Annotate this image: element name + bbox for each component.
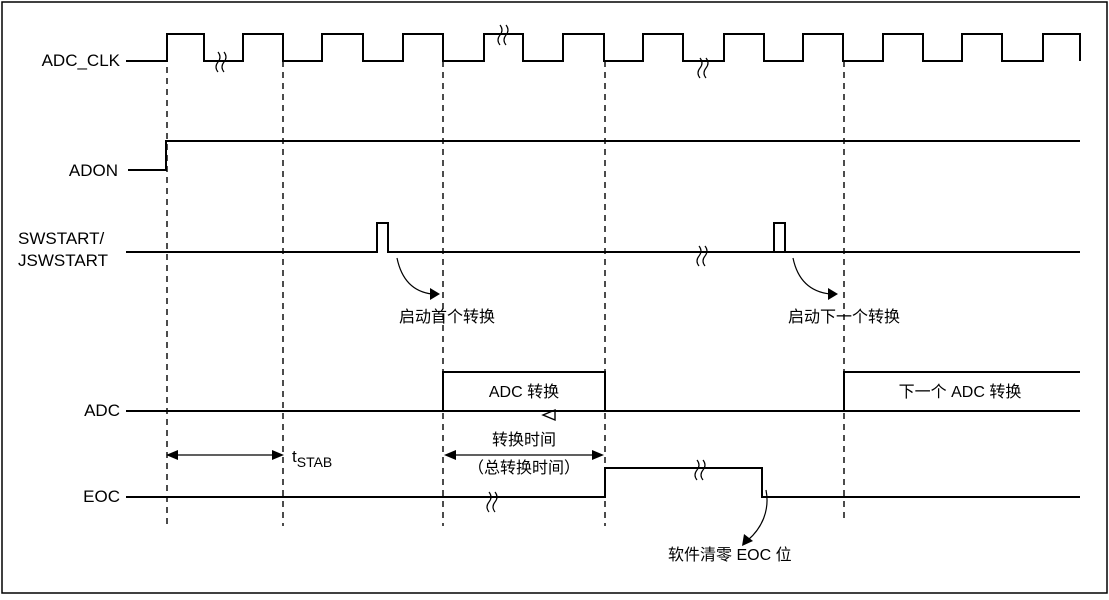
start-next-arrow bbox=[792, 257, 838, 300]
label-swstart: SWSTART/ bbox=[18, 229, 105, 248]
eoc-clear-label: 软件清零 EOC 位 bbox=[668, 546, 792, 564]
conversion-time-label: 转换时间 bbox=[492, 431, 556, 449]
label-adc-clk: ADC_CLK bbox=[42, 51, 121, 70]
adon-waveform bbox=[128, 140, 1080, 171]
adc-conversion-label: ADC 转换 bbox=[489, 383, 559, 401]
adc-clk-break-marks bbox=[215, 24, 709, 79]
eoc-break-mark-2 bbox=[694, 459, 706, 481]
label-adc: ADC bbox=[84, 401, 120, 420]
eoc-clear-arrow bbox=[742, 489, 768, 546]
tstab-label: tSTAB bbox=[292, 447, 332, 470]
conversion-time-arrow bbox=[444, 450, 604, 460]
start-first-label: 启动首个转换 bbox=[399, 308, 495, 326]
adc-clk-waveform bbox=[126, 33, 1081, 62]
swstart-break-mark bbox=[696, 245, 708, 267]
eoc-waveform bbox=[126, 467, 1080, 498]
label-adon: ADON bbox=[69, 161, 118, 180]
label-jswstart: JSWSTART bbox=[18, 251, 108, 270]
adc-small-triangle bbox=[541, 408, 556, 422]
start-first-arrow bbox=[396, 257, 440, 300]
total-conversion-time-label: （总转换时间） bbox=[468, 459, 580, 477]
eoc-break-mark-1 bbox=[486, 491, 498, 513]
swstart-pulse-2 bbox=[773, 222, 786, 252]
swstart-waveform bbox=[126, 222, 1080, 253]
label-eoc: EOC bbox=[83, 487, 120, 506]
guide-lines bbox=[166, 34, 845, 526]
next-adc-conversion-label: 下一个 ADC 转换 bbox=[899, 383, 1022, 401]
tstab-arrow bbox=[166, 450, 284, 460]
